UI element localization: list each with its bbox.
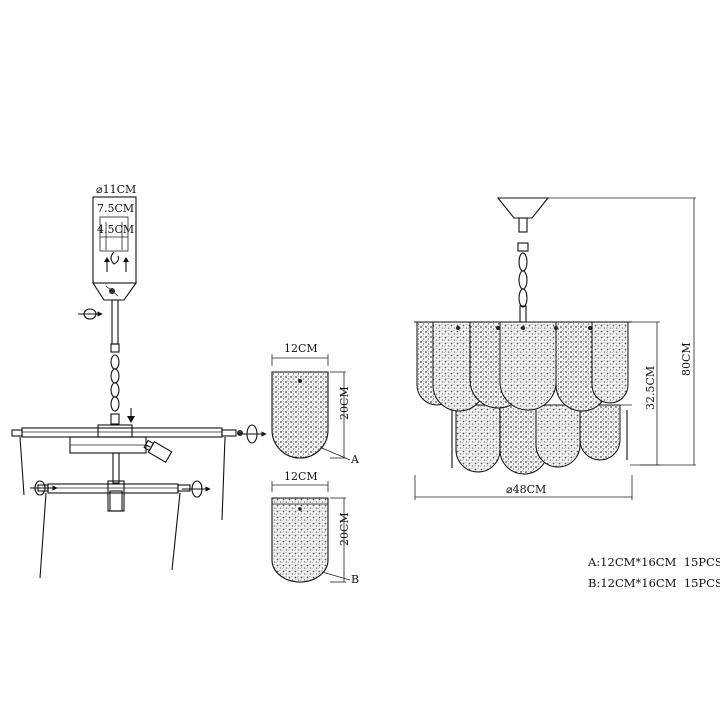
- spec-a: A:12CM*16CM 15PCS: [587, 555, 720, 569]
- canopy-detail: ⌀11CM 7.5CM 4.5CM: [91, 183, 138, 301]
- assembled-fixture: 80CM 32.5CM ⌀48CM: [414, 197, 696, 500]
- fixture-diameter-label: ⌀48CM: [506, 483, 546, 496]
- total-height-label: 80CM: [680, 342, 693, 376]
- chain: [110, 299, 120, 425]
- panel-b-height-label: 20CM: [338, 512, 351, 546]
- panel-a-width-label: 12CM: [284, 342, 318, 355]
- rotate-icon-right-bottom: [182, 480, 211, 498]
- rotate-icon-left-bottom: [30, 480, 58, 496]
- panel-a-shape: [271, 371, 329, 459]
- upper-frame: [11, 424, 243, 521]
- canopy-diameter-label: ⌀11CM: [96, 183, 136, 196]
- panel-b-detail: 12CM 20CM B: [271, 470, 359, 586]
- lower-tier-panels: [446, 404, 632, 475]
- fixture-canopy: [496, 197, 550, 219]
- down-arrow-icon: [127, 408, 135, 423]
- panel-a-letter: A: [350, 453, 360, 466]
- panel-b-letter: B: [351, 573, 359, 586]
- panel-a-height-label: 20CM: [338, 386, 351, 420]
- canopy-outer-height-label: 7.5CM: [97, 202, 134, 215]
- panel-b-shape: [271, 497, 329, 583]
- spec-list: A:12CM*16CM 15PCS B:12CM*16CM 15PCS: [587, 555, 720, 590]
- panel-a-detail: 12CM 20CM A: [271, 342, 360, 466]
- panel-b-width-label: 12CM: [284, 470, 318, 483]
- installation-drawing: ⌀11CM 7.5CM 4.5CM: [11, 183, 267, 579]
- spec-b: B:12CM*16CM 15PCS: [588, 576, 720, 590]
- lower-frame: [37, 480, 191, 579]
- rotate-icon-right-top: [238, 424, 267, 444]
- upper-tier-panels: [416, 321, 629, 412]
- canopy-inner-height-label: 4.5CM: [97, 223, 134, 236]
- body-height-label: 32.5CM: [644, 366, 657, 410]
- rotate-icon: [78, 308, 103, 320]
